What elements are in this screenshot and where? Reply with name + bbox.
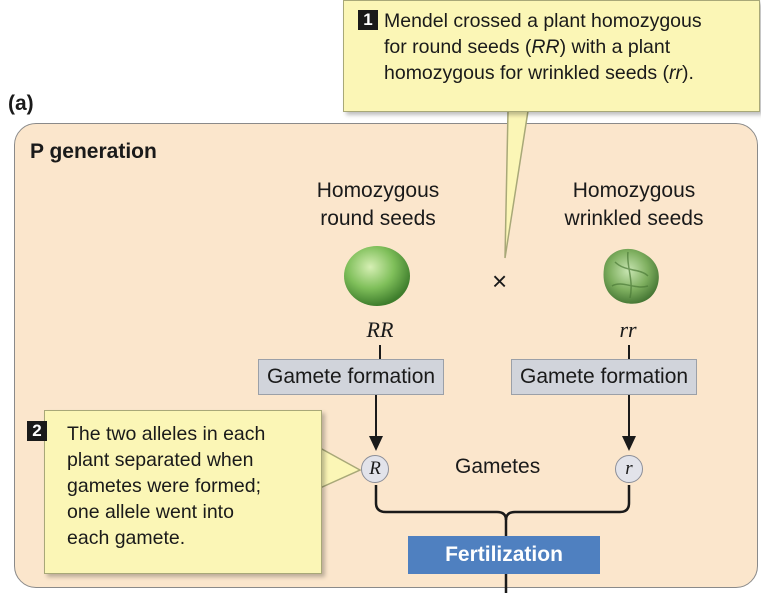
round-label-line1: Homozygous [288,177,468,205]
gamete-formation-box-right: Gamete formation [511,359,697,395]
callout2-line1: The two alleles in each [67,421,313,447]
genotype-wrinkled: rr [588,317,668,343]
callout-step-1: 1 Mendel crossed a plant homozygous for r… [343,0,760,112]
callout1-line2-pre: for round seeds ( [384,36,531,58]
fertilization-label: Fertilization [408,536,600,574]
callout1-line2-post: ) with a plant [560,36,671,58]
callout2-line4: one allele went into [67,499,313,525]
callout1-line2: for round seeds (RR) with a plant [358,34,749,60]
callout2-line5: each gamete. [67,525,313,551]
genotype-round: RR [340,317,420,343]
wrinkled-label-line2: wrinkled seeds [530,205,738,233]
allele-recessive: r [615,455,643,483]
callout1-line3-genotype: rr [669,62,682,84]
gamete-formation-box-left: Gamete formation [258,359,444,395]
callout1-line3: homozygous for wrinkled seeds (rr). [358,60,749,86]
callout1-line1-text: Mendel crossed a plant homozygous [384,10,702,32]
gametes-label: Gametes [455,455,540,479]
generation-title: P generation [30,140,157,164]
wrinkled-seeds-label: Homozygous wrinkled seeds [530,177,738,233]
callout1-line3-pre: homozygous for wrinkled seeds ( [384,62,669,84]
callout-step-2: 2 The two alleles in each plant separate… [44,410,322,574]
callout1-line2-genotype: RR [531,36,559,58]
fertilization-bracket [376,485,629,520]
callout2-line3: gametes were formed; [67,473,313,499]
callout1-line1: 1 Mendel crossed a plant homozygous [358,8,749,34]
step-1-number: 1 [358,10,378,30]
round-label-line2: round seeds [288,205,468,233]
callout1-line3-post: ). [682,62,694,84]
allele-dominant: R [361,455,389,483]
callout2-line2: plant separated when [67,447,313,473]
callout1-pointer [505,111,528,258]
callout2-pointer [320,448,360,488]
wrinkled-pea-image [604,249,659,304]
wrinkled-label-line1: Homozygous [530,177,738,205]
round-pea-image [344,246,410,306]
step-2-number: 2 [27,421,47,441]
round-seeds-label: Homozygous round seeds [288,177,468,233]
cross-symbol: × [492,266,507,297]
